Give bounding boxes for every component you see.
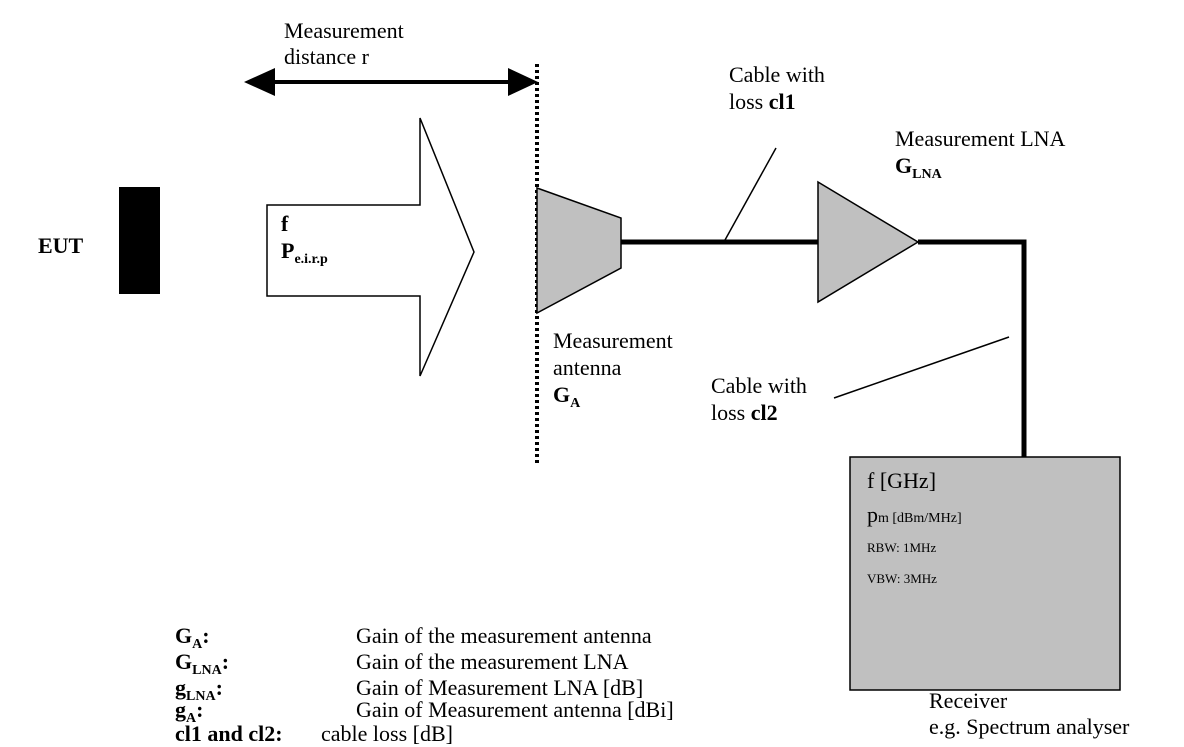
receiver-box xyxy=(849,456,1121,691)
cable2-loss-name: cl2 xyxy=(750,400,778,425)
receiver-power-main: p xyxy=(867,502,878,527)
receiver-power-label: pm [dBm/MHz] xyxy=(867,502,962,528)
cable-2-pointer xyxy=(833,336,1010,399)
cable2-loss-prefix: loss xyxy=(711,400,751,425)
cable1-label-line2: loss cl1 xyxy=(729,91,796,113)
distance-arrow-right-head xyxy=(508,68,538,96)
cable1-loss-prefix: loss xyxy=(729,89,769,114)
legend-key-glna-db: gLNA: xyxy=(175,675,223,704)
lna-label-line1: Measurement LNA xyxy=(895,126,1066,151)
receiver-caption-line1: Receiver xyxy=(929,688,1008,713)
antenna-horn xyxy=(536,186,622,315)
legend-desc-glna: Gain of the measurement LNA xyxy=(356,649,629,674)
signal-power-sub: e.i.r.p xyxy=(294,252,328,267)
signal-power-label: Pe.i.r.p xyxy=(281,238,328,267)
legend-desc-glna-db: Gain of Measurement LNA [dB] xyxy=(356,675,644,700)
lna-gain-main: G xyxy=(895,153,913,178)
cable1-label-line1: Cable with xyxy=(729,62,825,87)
receiver-rbw-label: RBW: 1MHz xyxy=(867,540,937,555)
signal-arrow xyxy=(266,117,475,377)
lna-triangle xyxy=(817,180,920,304)
distance-label-line2: distance r xyxy=(284,44,369,69)
antenna-gain-main: G xyxy=(553,382,571,407)
cable2-label-line2: loss cl2 xyxy=(711,402,778,424)
eut-label: EUT xyxy=(38,233,84,258)
receiver-frequency-label: f [GHz] xyxy=(867,468,937,493)
distance-arrow-left-head xyxy=(244,68,275,96)
lna-gain-sub: LNA xyxy=(912,167,942,182)
signal-frequency-label: f xyxy=(281,211,289,236)
antenna-gain-label: GA xyxy=(553,382,580,411)
cable1-loss-name: cl1 xyxy=(768,89,796,114)
legend-desc-ga: Gain of the measurement antenna xyxy=(356,623,652,648)
receiver-caption-line2: e.g. Spectrum analyser xyxy=(929,714,1130,739)
receiver-vbw-label: VBW: 3MHz xyxy=(867,571,937,586)
legend-desc-ga-dbi: Gain of Measurement antenna [dBi] xyxy=(356,697,674,722)
legend-key-ga-dbi: gA: xyxy=(175,697,204,726)
legend-key-ga: GA: xyxy=(175,623,210,652)
distance-label-line1: Measurement xyxy=(284,18,404,43)
signal-power-main: P xyxy=(281,238,295,263)
lna-gain-label: GLNA xyxy=(895,153,942,182)
antenna-gain-sub: A xyxy=(570,396,581,411)
receiver-power-sub: m [dBm/MHz] xyxy=(878,511,962,526)
legend-key-glna: GLNA: xyxy=(175,649,230,678)
cable-1-pointer xyxy=(724,147,777,241)
eut-block xyxy=(119,187,160,294)
legend-desc-cable-loss: cable loss [dB] xyxy=(321,721,453,746)
cable-2 xyxy=(918,239,1027,457)
antenna-label-line2: antenna xyxy=(553,355,622,380)
legend-key-cable-loss: cl1 and cl2: xyxy=(175,721,283,746)
cable2-label-line1: Cable with xyxy=(711,373,807,398)
antenna-label-line1: Measurement xyxy=(553,328,673,353)
